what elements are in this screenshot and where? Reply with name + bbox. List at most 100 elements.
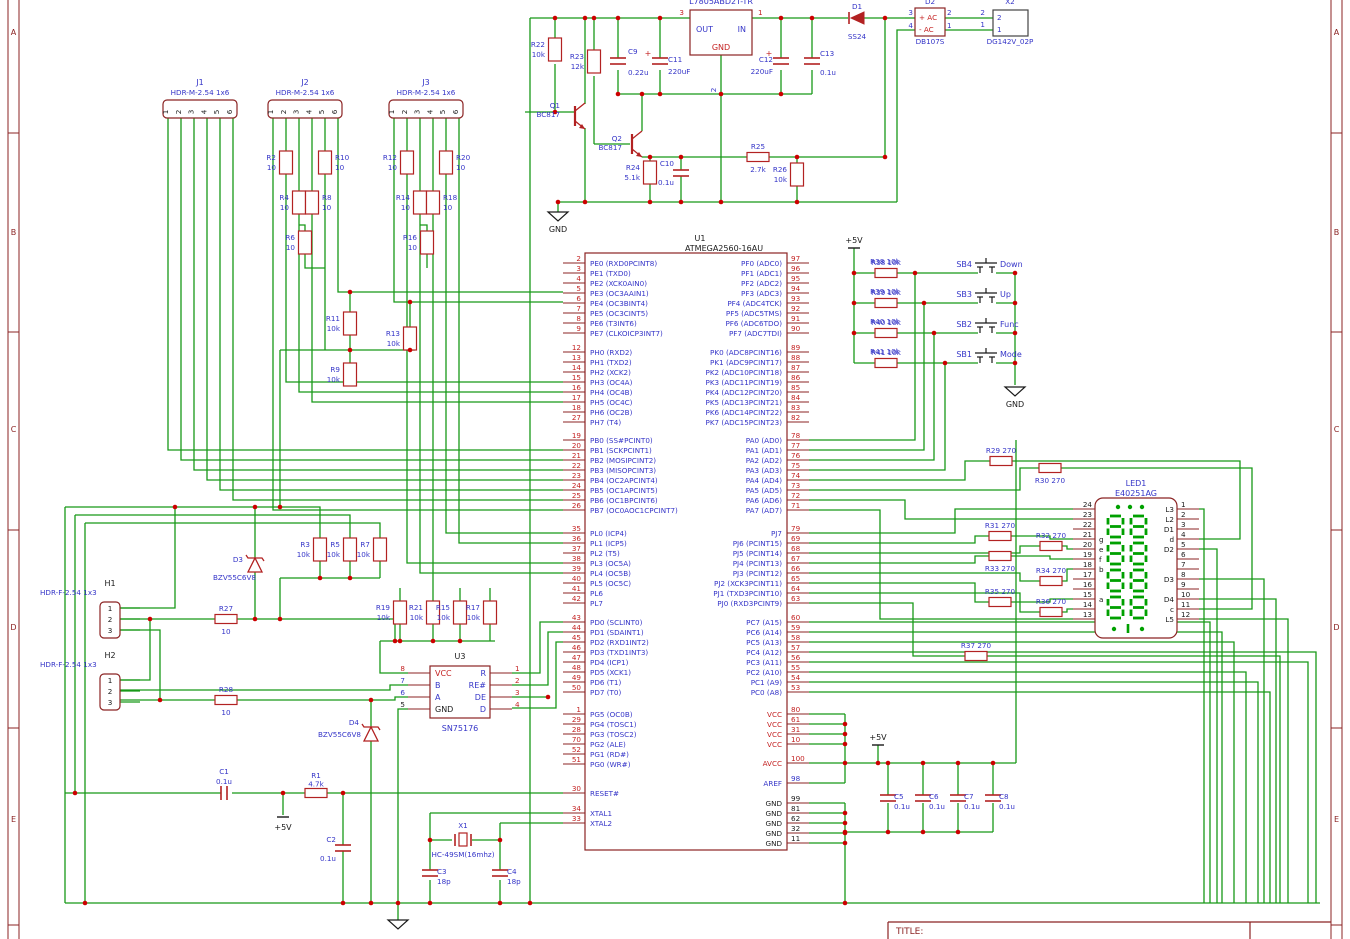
- pin-number: 7: [1181, 560, 1186, 569]
- resistor-body[interactable]: [1039, 540, 1063, 552]
- wire: [809, 535, 989, 544]
- component-ref: C10: [660, 159, 675, 168]
- crystal-body[interactable]: [458, 832, 468, 847]
- ic-body[interactable]: [584, 252, 788, 851]
- wire: [393, 118, 563, 303]
- resistor-body[interactable]: [988, 550, 1012, 562]
- resistor-body[interactable]: [412, 190, 428, 215]
- resistor-body[interactable]: [988, 596, 1012, 608]
- resistor-body[interactable]: [291, 190, 307, 215]
- resistor-body[interactable]: [586, 49, 602, 74]
- symbol-layer[interactable]: [99, 7, 1178, 930]
- resistor-body[interactable]: [419, 230, 435, 255]
- frame-row-label: A: [1334, 28, 1340, 37]
- resistor-body[interactable]: [214, 613, 238, 625]
- junction-dot: [875, 760, 881, 766]
- resistor-body[interactable]: [874, 357, 898, 369]
- led-display-body[interactable]: [1094, 497, 1178, 639]
- resistor-body[interactable]: [317, 150, 333, 175]
- regulator-body[interactable]: [689, 9, 753, 56]
- ic-body[interactable]: [429, 665, 491, 719]
- resistor-body[interactable]: [874, 267, 898, 279]
- wire: [1011, 598, 1073, 603]
- resistor-body[interactable]: [1039, 606, 1063, 618]
- pin-name: PK1 (ADC9PCINT17): [710, 358, 782, 367]
- component-value: 10k: [377, 613, 391, 622]
- component-ref-value: R40 10k: [871, 318, 902, 327]
- pin-name: PE3 (OC3AAIN1): [590, 289, 649, 298]
- pin-number: 25: [572, 491, 581, 500]
- header-body[interactable]: [99, 601, 121, 639]
- button-ref: SB3: [956, 290, 972, 299]
- resistor-body[interactable]: [874, 327, 898, 339]
- resistor-body[interactable]: [1038, 462, 1062, 474]
- resistor-body[interactable]: [304, 190, 320, 215]
- header-body[interactable]: [388, 99, 464, 119]
- resistor-body[interactable]: [342, 537, 358, 562]
- resistor-body[interactable]: [988, 530, 1012, 542]
- header-body[interactable]: [162, 99, 238, 119]
- resistor-body[interactable]: [304, 787, 328, 799]
- pin-number: 40: [572, 574, 582, 583]
- resistor-body[interactable]: [425, 600, 441, 625]
- connector-body[interactable]: [992, 9, 1029, 37]
- resistor-body[interactable]: [789, 162, 805, 187]
- header-body[interactable]: [99, 673, 121, 711]
- resistor-body[interactable]: [425, 190, 441, 215]
- header-body[interactable]: [267, 99, 343, 119]
- resistor-body[interactable]: [547, 37, 563, 62]
- junction-dot: [277, 504, 283, 510]
- resistor-body[interactable]: [342, 362, 358, 387]
- pin-name: PC2 (A10): [746, 668, 782, 677]
- component-ref: H2: [104, 651, 115, 660]
- component-value: 10: [456, 163, 466, 172]
- resistor-body[interactable]: [482, 600, 498, 625]
- resistor-body[interactable]: [452, 600, 468, 625]
- pin-name: D1: [1164, 525, 1174, 534]
- component-value: 10: [267, 163, 277, 172]
- pin-name: PE0 (RXD0PCINT8): [590, 259, 657, 268]
- resistor-body[interactable]: [297, 230, 313, 255]
- wire: [1061, 467, 1253, 610]
- resistor-body[interactable]: [342, 311, 358, 336]
- component-value: BC817: [536, 110, 560, 119]
- resistor-body[interactable]: [989, 455, 1013, 467]
- zener-diode-icon[interactable]: [362, 725, 380, 742]
- resistor-body[interactable]: [642, 160, 658, 185]
- resistor-body[interactable]: [874, 297, 898, 309]
- junction-dot: [347, 289, 353, 295]
- junction-dot: [497, 837, 503, 843]
- zener-diode-icon[interactable]: [246, 556, 264, 573]
- wire: [809, 671, 1247, 903]
- resistor-body[interactable]: [402, 326, 418, 351]
- pin-number: 68: [791, 544, 801, 553]
- resistor-body[interactable]: [312, 537, 328, 562]
- pin-name: PF2 (ADC2): [741, 279, 782, 288]
- pin-number: 95: [791, 274, 800, 283]
- diode-icon[interactable]: [849, 11, 865, 25]
- resistor-body[interactable]: [964, 650, 988, 662]
- pin-number: 8: [576, 314, 581, 323]
- resistor-body[interactable]: [399, 150, 415, 175]
- resistor-body[interactable]: [278, 150, 294, 175]
- resistor-body[interactable]: [746, 151, 770, 163]
- resistor-body[interactable]: [392, 600, 408, 625]
- pin-name: PC7 (A15): [746, 618, 782, 627]
- pin-number: 91: [791, 314, 800, 323]
- pin-name: PE7 (CLKOICP3INT7): [590, 329, 663, 338]
- junction-dot: [851, 270, 857, 276]
- display-dot: [1115, 504, 1121, 510]
- resistor-body[interactable]: [372, 537, 388, 562]
- junction-dot: [842, 900, 848, 906]
- wire: [1011, 535, 1073, 540]
- pin-number: 13: [1083, 610, 1092, 619]
- component-part: HDR-M-2.54 1x6: [171, 88, 230, 97]
- resistor-body[interactable]: [438, 150, 454, 175]
- pin-number: 1: [947, 21, 952, 30]
- wire: [809, 602, 965, 657]
- pin-name: PC6 (A14): [746, 628, 782, 637]
- component-value: 18p: [507, 877, 521, 886]
- resistor-body[interactable]: [1039, 575, 1063, 587]
- bridge-body[interactable]: [914, 7, 946, 37]
- resistor-body[interactable]: [214, 694, 238, 706]
